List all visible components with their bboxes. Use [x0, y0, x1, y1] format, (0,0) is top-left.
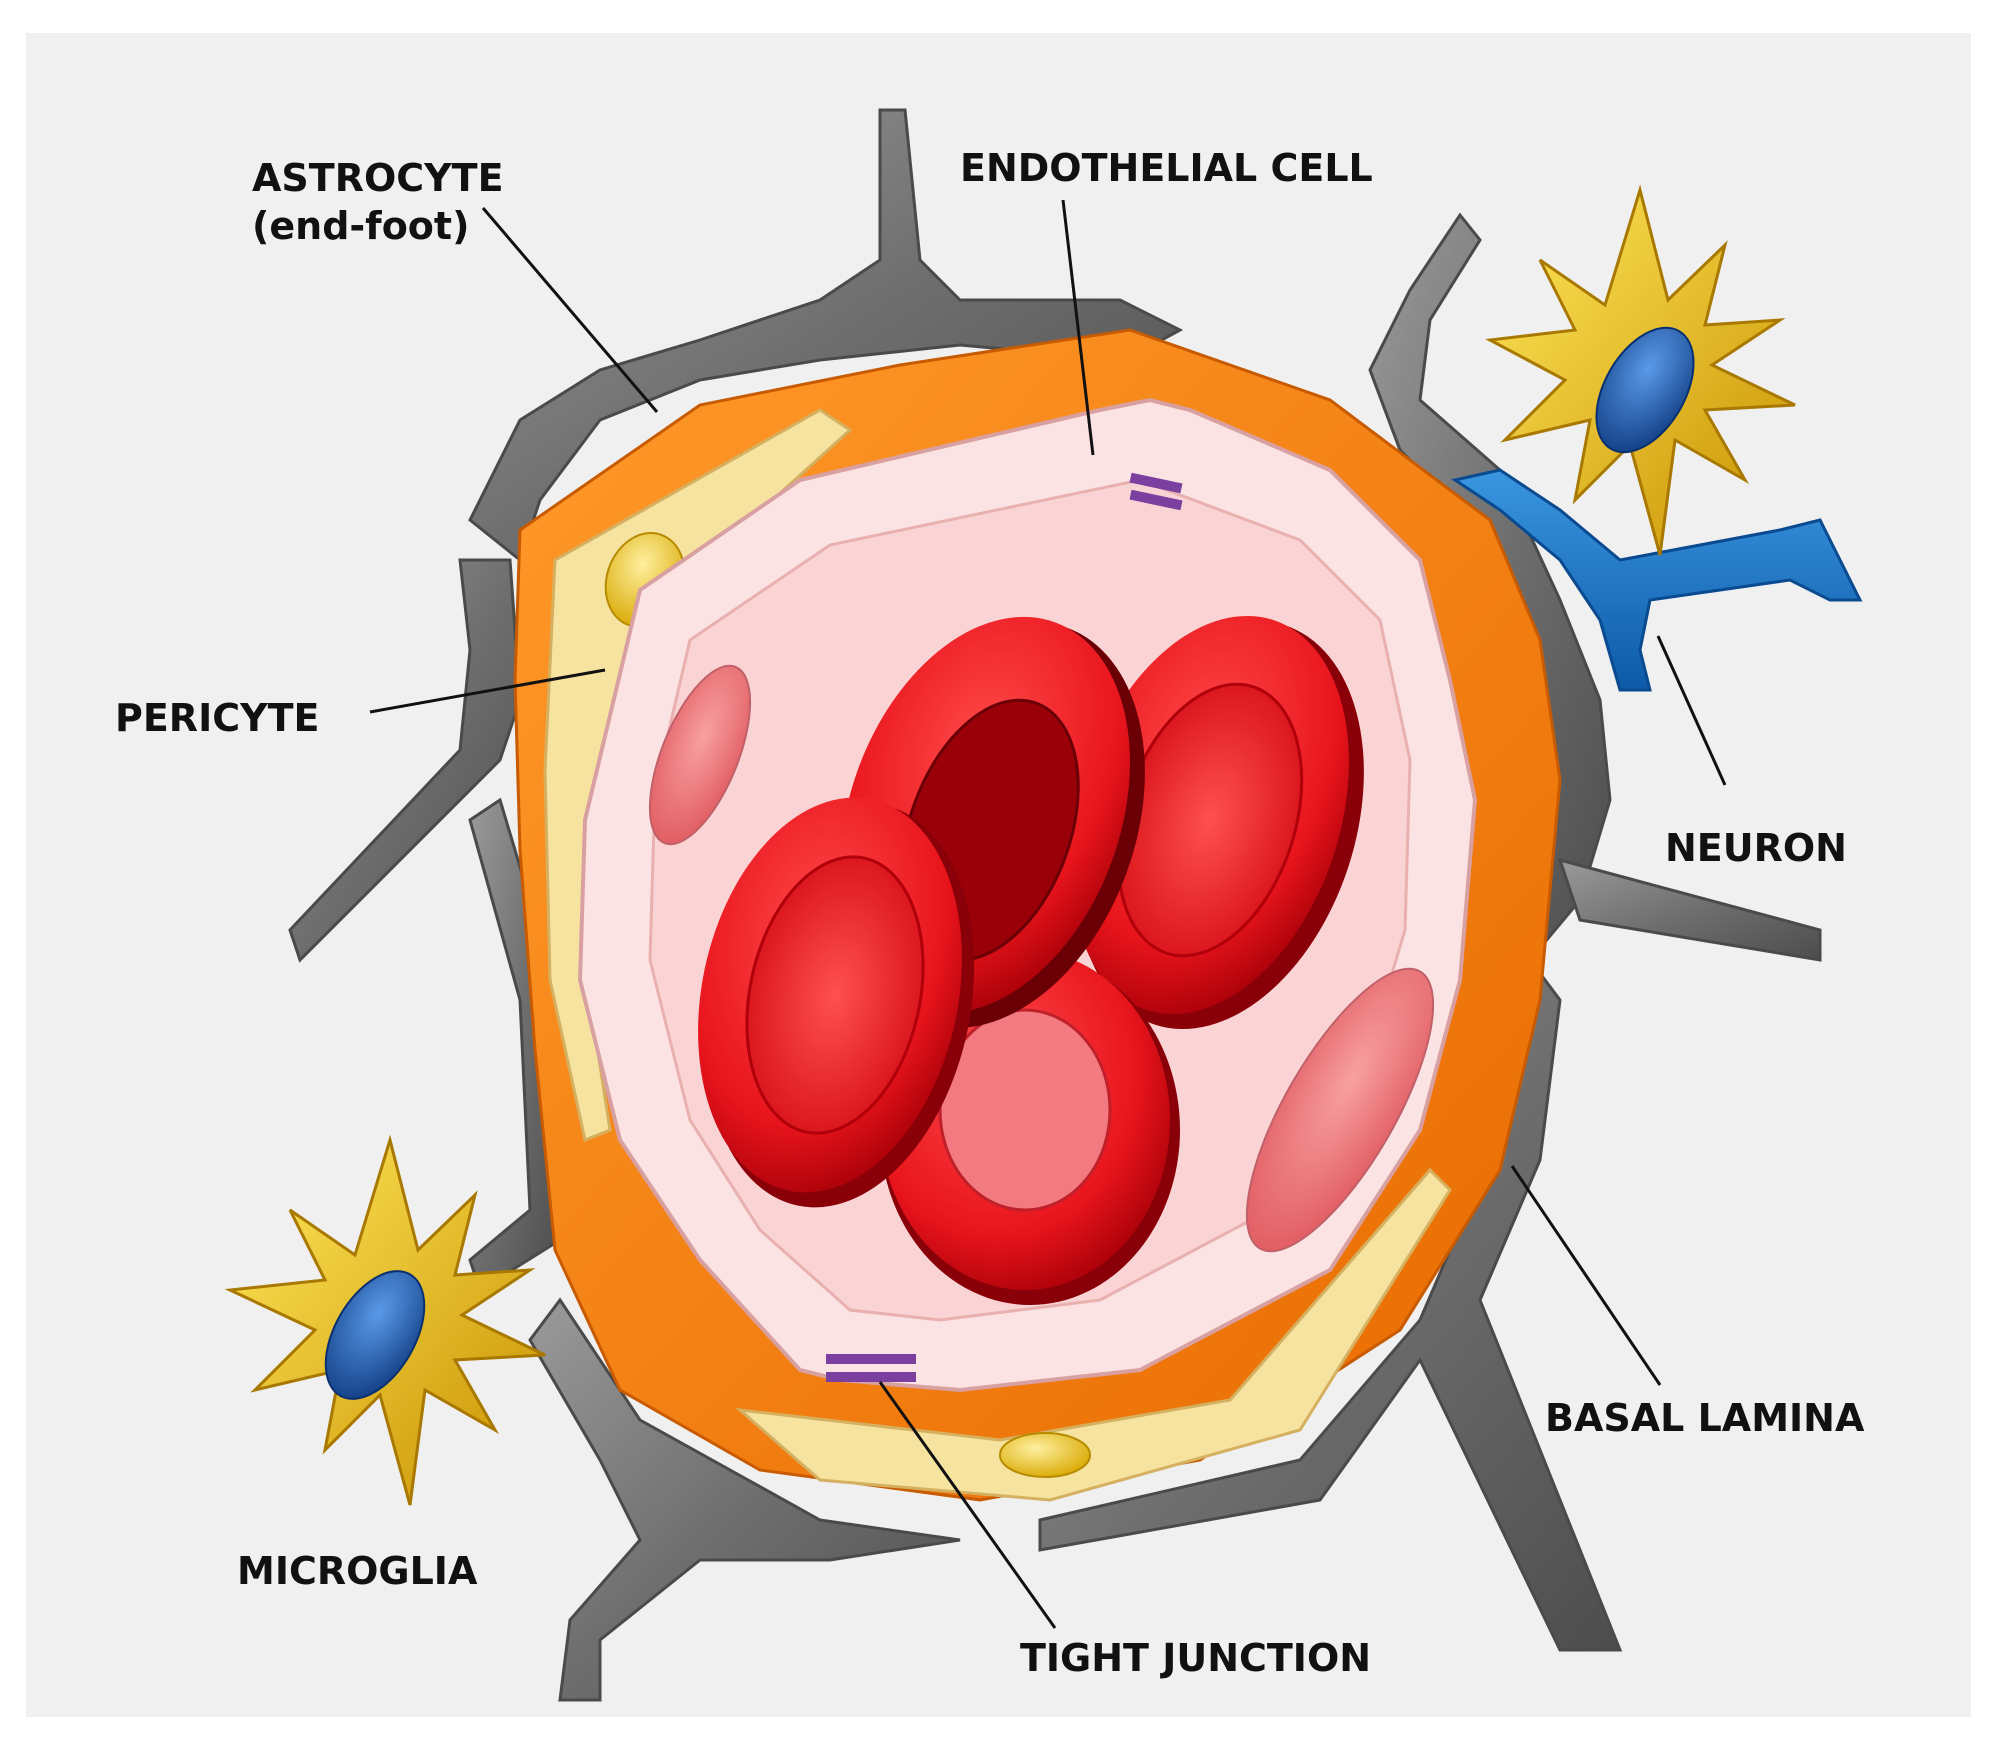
tight-junction-top: [1129, 472, 1183, 511]
leader-neuron: [1656, 635, 1727, 786]
leader-tight-junction: [878, 1381, 1057, 1629]
tight-junction-bottom: [826, 1354, 916, 1382]
leader-endothelial: [1061, 199, 1095, 456]
endothelial-nucleus: [648, 664, 752, 846]
red-blood-cells: [698, 615, 1364, 1305]
label-tight-junction: TIGHT JUNCTION: [1020, 1636, 1372, 1680]
label-endothelial-cell: ENDOTHELIAL CELL: [960, 146, 1373, 190]
red-blood-cell: [1071, 615, 1364, 1030]
endothelial-nucleus: [1245, 967, 1435, 1253]
neuron: [1451, 184, 1863, 692]
microglia: [224, 1134, 546, 1506]
label-basal-lamina: BASAL LAMINA: [1545, 1396, 1865, 1440]
leader-basal-lamina: [1510, 1165, 1662, 1386]
leader-astrocyte: [481, 207, 659, 413]
label-astrocyte-title: ASTROCYTE: [252, 156, 504, 200]
leader-pericyte: [369, 668, 606, 714]
label-microglia: MICROGLIA: [237, 1549, 478, 1593]
microglia-nucleus: [324, 1270, 426, 1400]
label-astrocyte-subtitle: (end-foot): [252, 203, 470, 248]
label-pericyte: PERICYTE: [115, 696, 320, 740]
neuron-nucleus: [1595, 326, 1695, 454]
pericyte-nucleus-lower: [999, 1432, 1091, 1478]
label-neuron: NEURON: [1665, 826, 1847, 870]
label-astrocyte: ASTROCYTE (end-foot): [252, 155, 504, 250]
leader-lines: [369, 199, 1727, 1629]
red-blood-cell: [698, 797, 975, 1208]
